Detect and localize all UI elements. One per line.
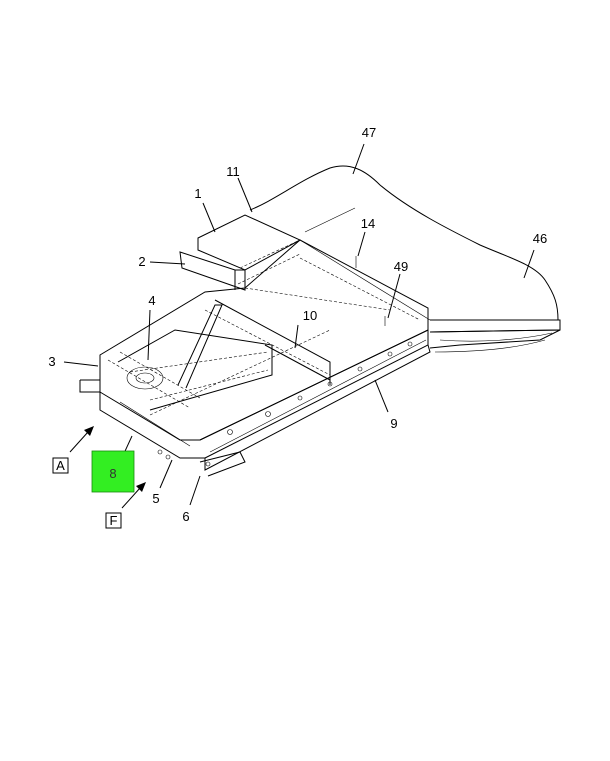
callout-6: 6 xyxy=(182,509,189,524)
callout-3: 3 xyxy=(48,354,55,369)
leader-lines xyxy=(63,143,535,506)
callout-2: 2 xyxy=(138,254,145,269)
callout-47: 47 xyxy=(362,125,376,140)
view-label-f-box xyxy=(105,512,122,529)
view-arrow-f xyxy=(121,482,146,509)
callout-46: 46 xyxy=(533,231,547,246)
view-label-a: A xyxy=(56,458,65,473)
highlight-box-8[interactable] xyxy=(91,450,135,493)
callout-5: 5 xyxy=(152,491,159,506)
callout-4: 4 xyxy=(148,293,155,308)
callout-9: 9 xyxy=(390,416,397,431)
rail-holes xyxy=(157,341,413,467)
callout-11: 11 xyxy=(226,164,240,179)
view-label-a-box xyxy=(52,457,69,474)
callout-1: 1 xyxy=(194,186,201,201)
floor-frame xyxy=(79,214,431,477)
rear-body-panel xyxy=(249,165,561,353)
view-arrow-a xyxy=(69,426,94,453)
callout-49: 49 xyxy=(394,259,408,274)
view-label-f: F xyxy=(110,513,118,528)
callout-10: 10 xyxy=(303,308,317,323)
callout-8[interactable]: 8 xyxy=(109,466,116,481)
callout-14: 14 xyxy=(361,216,375,231)
